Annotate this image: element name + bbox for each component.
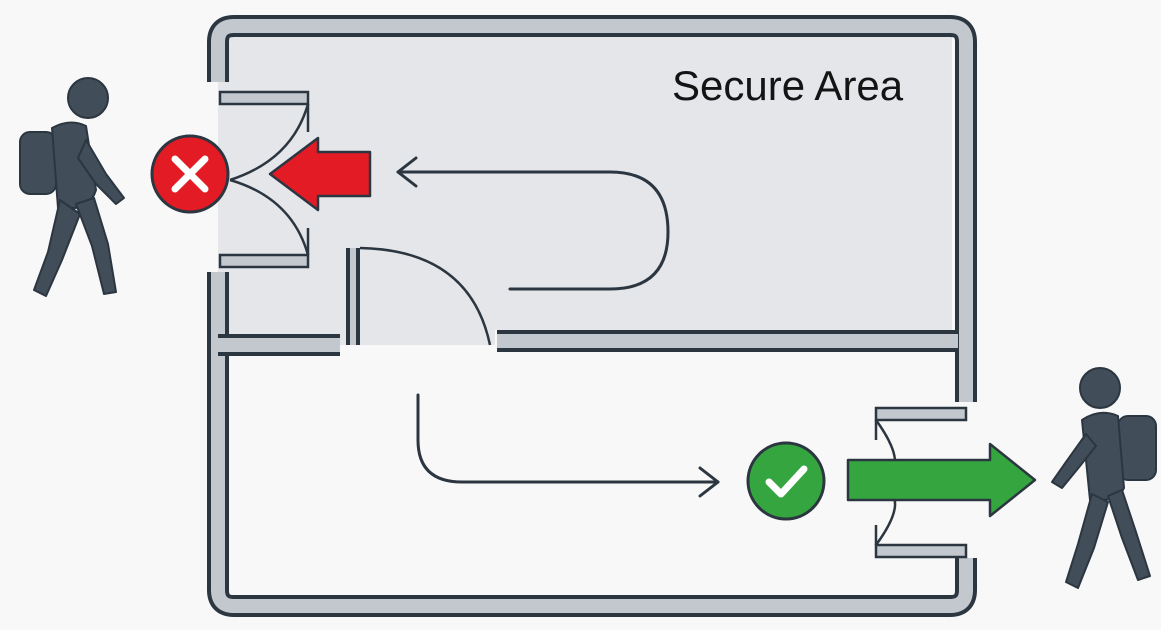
x-mark-icon — [150, 134, 230, 214]
check-mark-icon — [746, 441, 826, 521]
person-exiting-icon — [1051, 367, 1157, 589]
entry-door — [218, 90, 310, 269]
red-left-arrow-icon — [268, 136, 372, 212]
person-entering-icon — [19, 77, 125, 297]
allowed-path — [416, 393, 720, 498]
denied-path — [396, 156, 670, 291]
internal-door — [359, 246, 492, 346]
building-walls — [207, 15, 977, 617]
secure-area-region — [218, 36, 952, 345]
secure-area-label: Secure Area — [672, 62, 904, 109]
green-right-arrow-icon — [846, 442, 1037, 518]
